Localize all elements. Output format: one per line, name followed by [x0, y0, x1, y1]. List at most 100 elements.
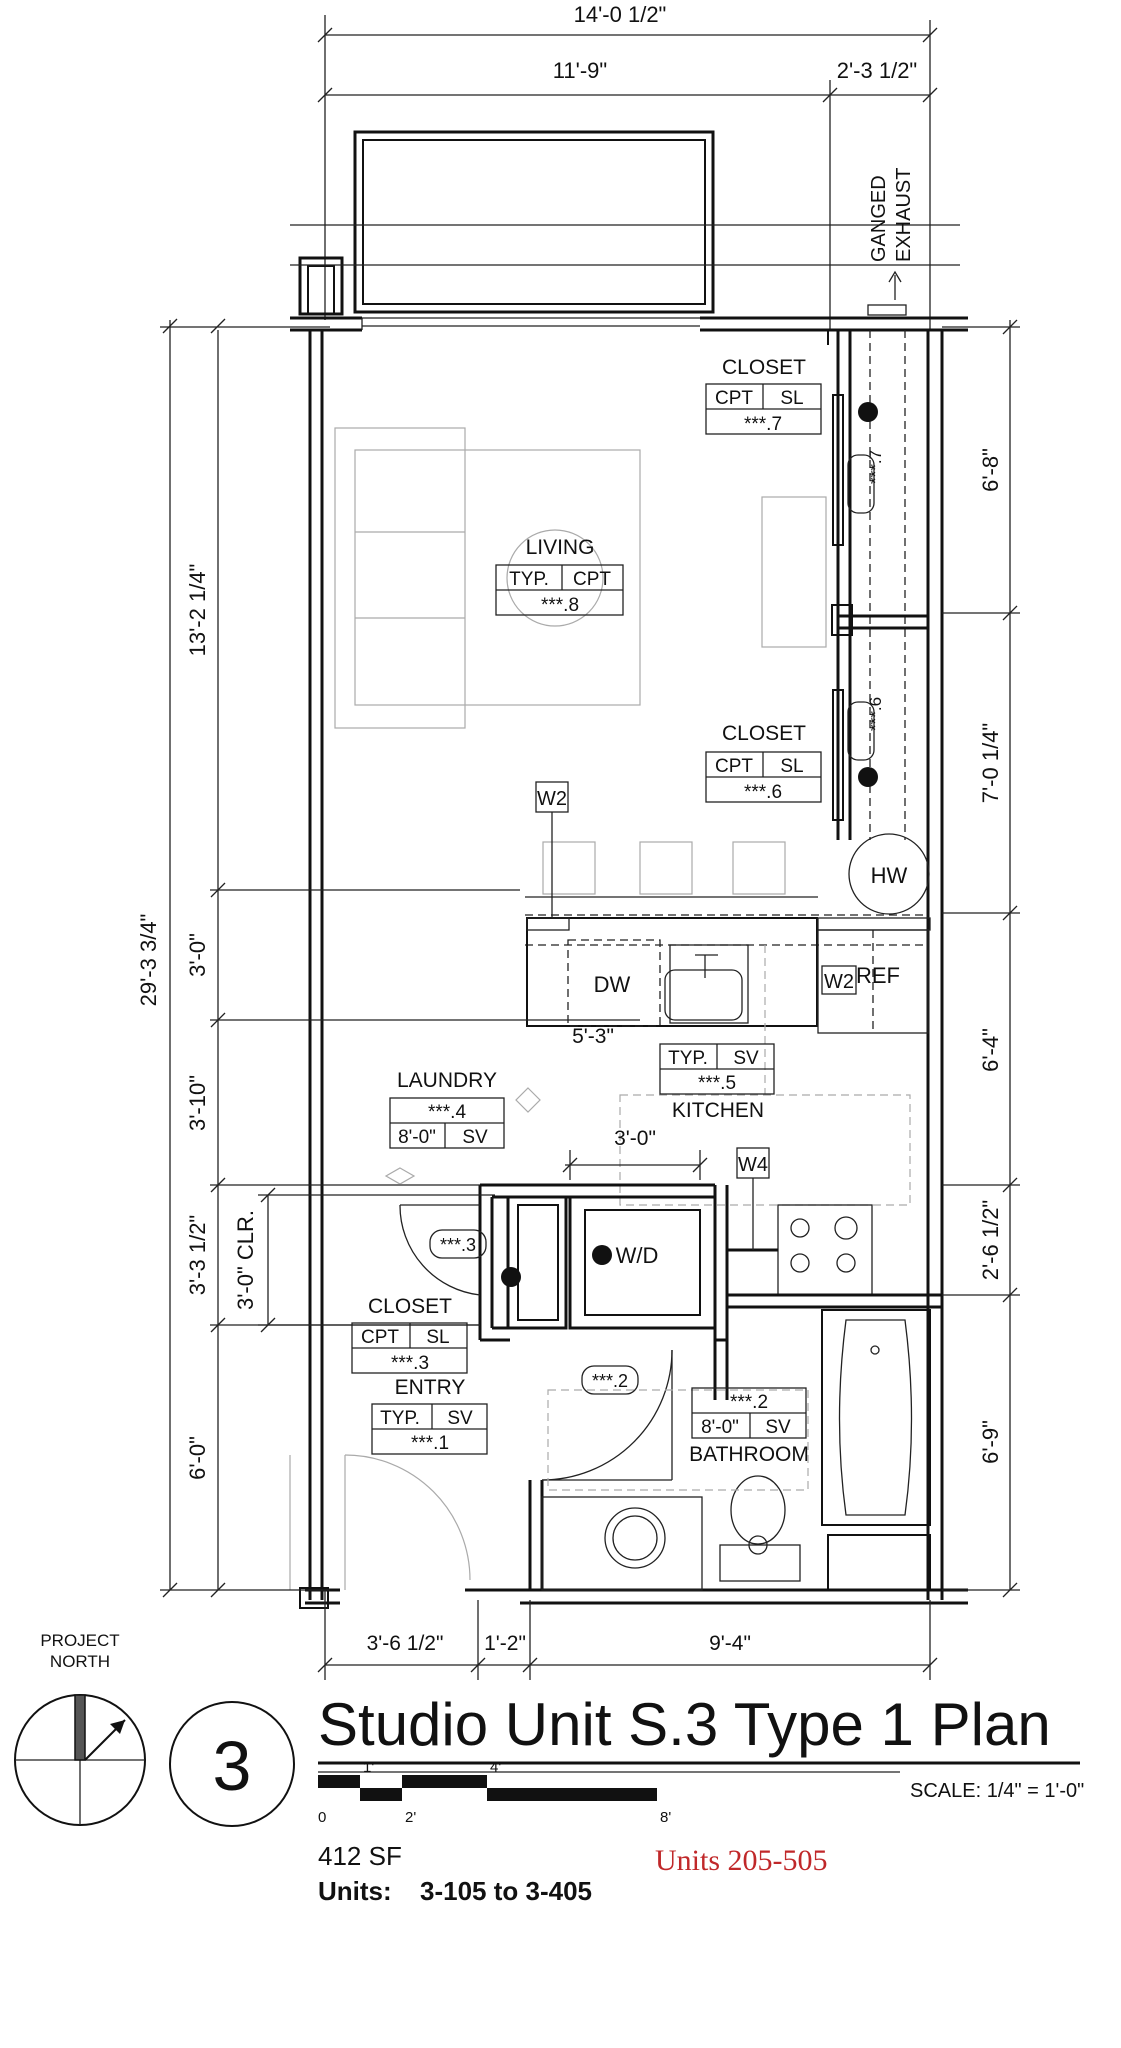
dim-right-kitchen: 6'-4": [978, 1028, 1003, 1072]
dim-counter: 5'-3": [572, 1025, 614, 1048]
dim-right-closet1: 6'-8": [978, 448, 1003, 492]
svg-text:ENTRY: ENTRY: [395, 1376, 466, 1399]
closet-pole-top: [858, 402, 878, 422]
plan-title: Studio Unit S.3 Type 1 Plan: [318, 1691, 1051, 1758]
svg-text:EXHAUST: EXHAUST: [893, 168, 915, 262]
living-furniture: [334, 427, 827, 895]
svg-text:***.6: ***.6: [866, 697, 885, 731]
svg-text:SV: SV: [462, 1127, 488, 1148]
svg-text:BATHROOM: BATHROOM: [689, 1443, 809, 1466]
svg-text:SL: SL: [780, 756, 803, 777]
left-dimensions: 29'-3 3/4" 13'-2 1/4" 3'-0" 3'-10" 3'-3 …: [136, 318, 520, 1598]
svg-text:***.3: ***.3: [440, 1235, 476, 1255]
svg-text:CPT: CPT: [361, 1327, 399, 1348]
room-tag-kitchen: TYP. SV ***.5 KITCHEN: [659, 1043, 775, 1122]
area-text: 412 SF: [318, 1841, 402, 1871]
svg-text:CLOSET: CLOSET: [722, 722, 806, 745]
dim-laundry-width: 3'-0": [614, 1127, 656, 1150]
right-dimensions: 6'-8" 7'-0 1/4" 6'-4" 2'-6 1/2" 6'-9": [942, 319, 1020, 1598]
svg-text:8'-0": 8'-0": [701, 1417, 739, 1438]
svg-text:TYP.: TYP.: [380, 1408, 420, 1429]
svg-text:***.8: ***.8: [541, 595, 579, 616]
svg-text:SL: SL: [426, 1327, 449, 1348]
room-tag-living: LIVING TYP. CPT ***.8: [495, 536, 624, 616]
svg-text:CLOSET: CLOSET: [368, 1295, 452, 1318]
title-block: 3 Studio Unit S.3 Type 1 Plan SCALE: 1/4…: [169, 1691, 1084, 1906]
door-tags: ***.7 ***.6 ***.3 ***.2: [429, 450, 885, 1395]
scale-text: SCALE: 1/4" = 1'-0": [910, 1780, 1084, 1802]
units-range: 3-105 to 3-405: [420, 1876, 592, 1906]
laundry-walls: W/D: [478, 1183, 729, 1342]
svg-text:CPT: CPT: [715, 388, 753, 409]
top-dimensions: 14'-0 1/2" 11'-9" 2'-3 1/2": [317, 2, 938, 330]
svg-text:8': 8': [660, 1809, 671, 1826]
svg-text:GANGED: GANGED: [868, 175, 890, 262]
dim-right-closet2: 7'-0 1/4": [978, 723, 1003, 804]
handwritten-units-note: Units 205-505: [655, 1844, 828, 1877]
room-tag-bathroom: ***.2 8'-0" SV BATHROOM: [689, 1387, 809, 1466]
dim-top-right: 2'-3 1/2": [837, 58, 918, 83]
svg-text:***.5: ***.5: [698, 1073, 736, 1094]
svg-text:KITCHEN: KITCHEN: [672, 1099, 764, 1122]
svg-text:SV: SV: [733, 1048, 759, 1069]
svg-text:***.2: ***.2: [592, 1371, 628, 1391]
svg-text:NORTH: NORTH: [50, 1652, 110, 1671]
dim-right-range: 2'-6 1/2": [978, 1200, 1003, 1281]
svg-text:TYP.: TYP.: [668, 1048, 708, 1069]
w2-ref-tag: W2: [824, 971, 854, 993]
room-tag-closet-entry: CLOSET CPT SL ***.3: [351, 1295, 468, 1374]
svg-text:CLOSET: CLOSET: [722, 356, 806, 379]
dim-bottom-2: 1'-2": [484, 1632, 526, 1655]
dim-left-living: 13'-2 1/4": [185, 564, 210, 657]
dim-left-closet: 3'-3 1/2": [185, 1215, 210, 1296]
closet-pole-mid: [858, 767, 878, 787]
svg-text:LAUNDRY: LAUNDRY: [397, 1069, 497, 1092]
dim-left-overall: 29'-3 3/4": [136, 914, 161, 1007]
w2-living-tag: W2: [535, 781, 569, 918]
dim-left-entry: 6'-0": [185, 1436, 210, 1480]
svg-text:8'-0": 8'-0": [398, 1127, 436, 1148]
svg-text:***.1: ***.1: [411, 1433, 449, 1454]
dim-right-bath: 6'-9": [978, 1420, 1003, 1464]
svg-text:***.3: ***.3: [391, 1353, 429, 1374]
svg-text:PROJECT: PROJECT: [40, 1631, 119, 1650]
svg-text:SV: SV: [447, 1408, 473, 1429]
svg-text:SV: SV: [765, 1417, 791, 1438]
north-arrow: PROJECT NORTH: [14, 1631, 146, 1826]
wd-label: W/D: [616, 1243, 659, 1268]
dim-closet-clear: 3'-0" CLR.: [233, 1210, 258, 1310]
svg-text:CPT: CPT: [715, 756, 753, 777]
svg-text:CPT: CPT: [573, 569, 611, 590]
interior-dimensions: 5'-3" 3'-0": [384, 1019, 708, 1185]
room-tag-closet-top: CLOSET CPT SL ***.7: [705, 356, 822, 435]
dim-left-laundry: 3'-10": [185, 1075, 210, 1131]
svg-text:W2: W2: [537, 788, 567, 810]
dw-label: DW: [594, 972, 631, 997]
kitchen-counter: DW HW REF W2: [525, 833, 931, 1206]
svg-text:SL: SL: [780, 388, 803, 409]
units-label: Units:: [318, 1876, 392, 1906]
ref-label: REF: [856, 963, 900, 988]
svg-text:TYP.: TYP.: [509, 569, 549, 590]
svg-text:1': 1': [363, 1759, 374, 1776]
bathroom-fixtures: [528, 1309, 931, 1591]
closet-walls: [827, 330, 928, 840]
svg-text:***.2: ***.2: [730, 1392, 768, 1413]
svg-text:***.7: ***.7: [744, 414, 782, 435]
room-tag-entry: ENTRY TYP. SV ***.1: [371, 1376, 488, 1455]
bottom-dimensions: 3'-6 1/2" 1'-2" 9'-4": [317, 1590, 938, 1680]
ganged-exhaust-label: GANGED EXHAUST: [867, 168, 915, 316]
svg-text:***.6: ***.6: [744, 782, 782, 803]
range-cooktop: W4: [727, 1147, 942, 1309]
svg-text:***.7: ***.7: [866, 450, 885, 484]
svg-text:2': 2': [405, 1809, 416, 1826]
dim-top-overall: 14'-0 1/2": [574, 2, 667, 27]
view-number: 3: [213, 1727, 252, 1805]
balcony: [290, 130, 960, 316]
dim-left-kitchen: 3'-0": [185, 933, 210, 977]
room-tag-closet-mid: CLOSET CPT SL ***.6: [705, 722, 822, 803]
dim-bottom-3: 9'-4": [709, 1632, 751, 1655]
w4-tag: W4: [738, 1154, 768, 1176]
svg-text:LIVING: LIVING: [526, 536, 595, 559]
